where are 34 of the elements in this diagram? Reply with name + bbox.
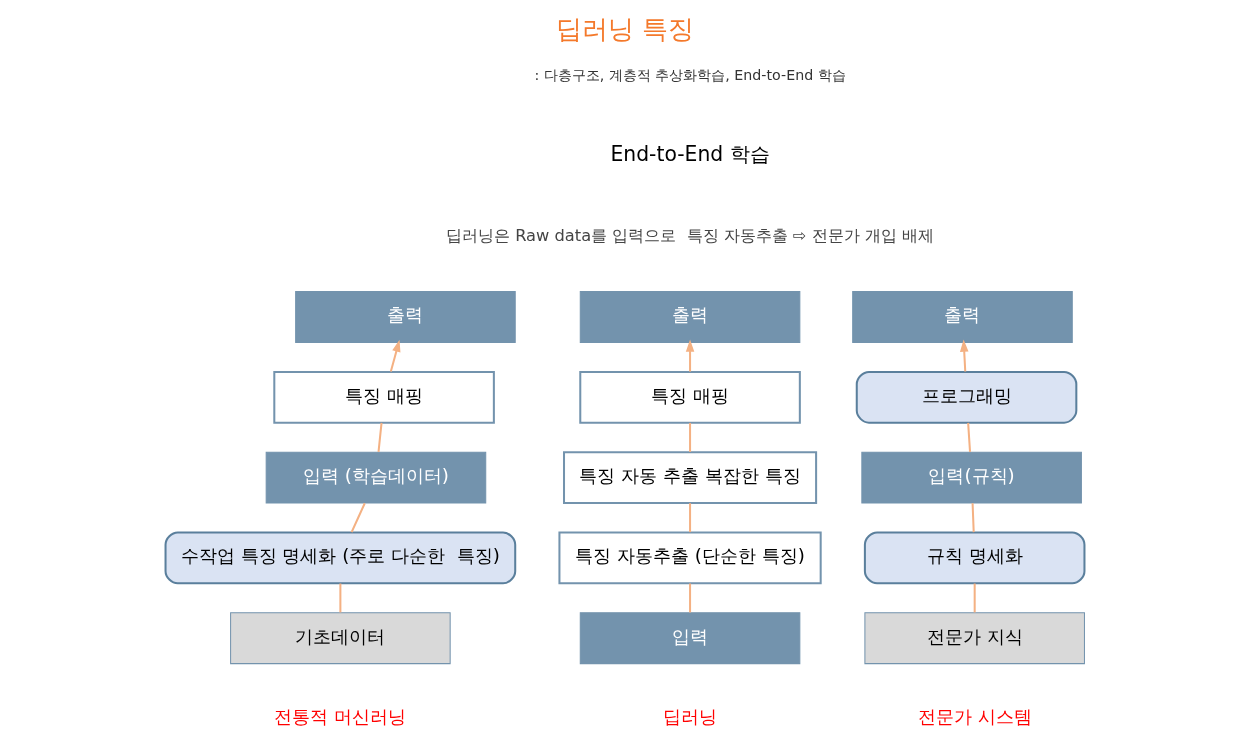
node-box: 특징 매핑 (578, 370, 801, 424)
node-box: 특징 매핑 (272, 370, 495, 424)
label: End-to-End 학습 (609, 141, 770, 166)
connector (688, 583, 691, 612)
node-box: 입력 (학습데이터) (265, 451, 486, 504)
node-box: 출력 (579, 290, 800, 343)
label: 딥러닝 (662, 705, 717, 727)
node-box: 출력 (851, 290, 1073, 343)
node-box: 출력 (294, 290, 516, 343)
label: 딥러닝은 Raw data를 입력으로 특징 자동추출 ⇨ 전문가 개입 배제 (445, 225, 934, 245)
diagram-title: 딥러닝 특징 (555, 12, 694, 44)
node-box: 전문가 지식 (863, 611, 1085, 664)
connector (966, 422, 971, 452)
connector (688, 502, 691, 532)
arrow (685, 339, 694, 372)
connector (338, 583, 341, 612)
node-box: 특징 자동 추출 복잡한 특징 (562, 450, 817, 504)
node-box: 특징 자동추출 (단순한 특징) (557, 531, 822, 584)
node-box: 입력 (579, 611, 800, 664)
connector (377, 422, 383, 452)
node-box: 규칙 명세화 (863, 531, 1085, 584)
connector (973, 583, 976, 612)
arrow (389, 339, 400, 372)
connector (350, 502, 366, 533)
label: : 다층구조, 계층적 추상화학습, End-to-End 학습 (533, 66, 846, 83)
connector (971, 502, 975, 532)
node-box: 기초데이터 (229, 611, 451, 664)
label: 전통적 머신러닝 (273, 705, 406, 727)
node-box: 프로그래밍 (855, 370, 1077, 424)
node-box: 수작업 특징 명세화 (주로 다순한 특징) (164, 531, 516, 584)
node-box: 입력(규칙) (860, 451, 1082, 504)
label: 전문가 시스템 (917, 705, 1032, 727)
arrow (959, 339, 968, 372)
connector (688, 422, 691, 452)
